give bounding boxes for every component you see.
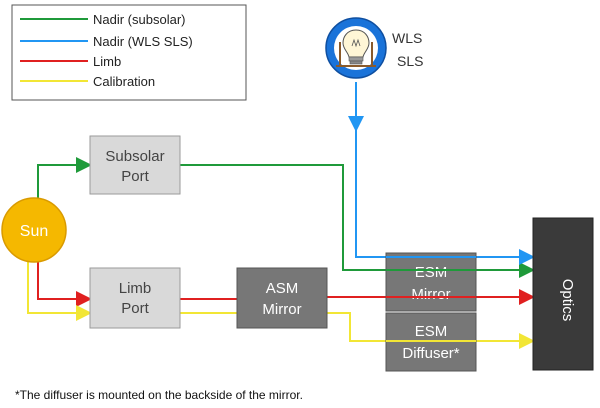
green-sun-to-subsolar [37,157,92,198]
legend-label-nadir-wls: Nadir (WLS SLS) [93,34,193,49]
sls-label: SLS [397,53,423,69]
limb-port-label-line2: Port [121,300,149,317]
legend-label-nadir-subsolar: Nadir (subsolar) [93,12,185,27]
asm-mirror-label-line1: ASM [266,280,299,297]
esm-mirror-box: ESM Mirror [385,252,477,312]
red-sun-to-limb [37,262,92,307]
limb-port-label-line1: Limb [119,280,152,297]
subsolar-port-box: Subsolar Port [89,135,181,195]
light-bulb-icon [336,29,376,67]
wls-lamp: WLS SLS [325,17,423,79]
esm-diffuser-label-line2: Diffuser* [402,345,459,362]
esm-mirror-label-line2: Mirror [411,286,450,303]
optics-label: Optics [559,279,576,322]
legend: Nadir (subsolar) Nadir (WLS SLS) Limb Ca… [11,4,247,101]
asm-mirror-box: ASM Mirror [236,267,328,329]
sun-label: Sun [20,223,48,240]
subsolar-port-label-line2: Port [121,168,149,185]
yellow-sun-to-limb [27,258,92,321]
footnote: *The diffuser is mounted on the backside… [15,388,303,402]
sun-node: Sun [1,197,67,263]
wls-label: WLS [392,30,422,46]
blue-wls-to-optics [355,130,535,265]
optics-box: Optics [532,217,594,371]
esm-mirror-label-line1: ESM [415,264,448,281]
legend-label-limb: Limb [93,54,121,69]
legend-label-calibration: Calibration [93,74,155,89]
subsolar-port-label-line1: Subsolar [105,148,164,165]
esm-diffuser-label-line1: ESM [415,323,448,340]
asm-mirror-label-line2: Mirror [262,301,301,318]
limb-port-box: Limb Port [89,267,181,329]
connectors-over-esm [386,256,476,342]
